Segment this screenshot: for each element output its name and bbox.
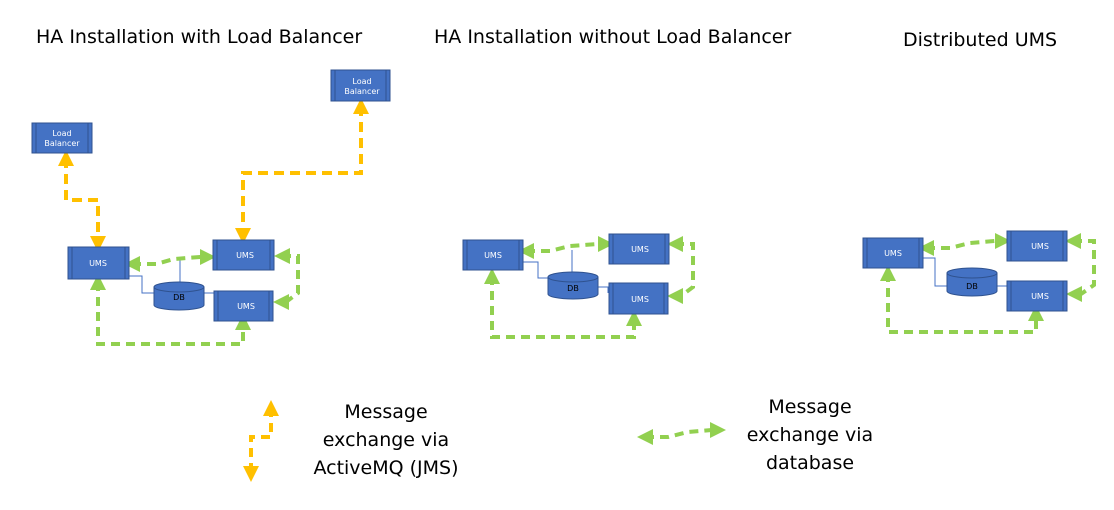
legend-db-arrow [637, 422, 726, 445]
load-balancer-box: Load Balancer [330, 69, 391, 102]
ums-label: UMS [631, 245, 649, 254]
load-balancer-label-line2: Balancer [44, 139, 80, 148]
jms-arrow-lb2-ums [235, 98, 369, 244]
jms-arrow-lb1-ums [58, 150, 106, 252]
db-arrow-ums1-ums2 [124, 249, 216, 272]
load-balancer-label-line2: Balancer [344, 87, 380, 96]
ums-label: UMS [1031, 242, 1049, 251]
ums-box: UMS [67, 246, 130, 280]
db-label: DB [966, 282, 978, 291]
ums-label: UMS [236, 251, 254, 260]
database-cylinder: DB [547, 271, 599, 300]
ums-box: UMS [608, 233, 670, 265]
ums-box: UMS [212, 239, 275, 271]
legend: Message exchange via ActiveMQ (JMS) Mess… [243, 396, 873, 482]
database-cylinder: DB [153, 281, 205, 311]
ums-label: UMS [631, 295, 649, 304]
diagram-distributed-ums: UMS UMS UMS DB [862, 230, 1096, 334]
title-distributed-ums: Distributed UMS [903, 29, 1057, 51]
ums-box: UMS [213, 290, 274, 322]
db-arrow-ums2-ums3 [1065, 233, 1096, 302]
db-arrow-ums1-ums2 [518, 236, 614, 259]
title-ha-without-lb: HA Installation without Load Balancer [434, 26, 791, 48]
ums-label: UMS [89, 259, 107, 268]
db-label: DB [567, 284, 579, 293]
db-arrow-ums1-ums3 [90, 274, 251, 346]
legend-db-text-line3: database [766, 452, 854, 474]
db-arrow-ums1-ums3 [880, 265, 1044, 334]
diagram-ha-with-lb: Load Balancer Load Balancer UMS UMS [31, 69, 391, 346]
legend-jms-text-line1: Message [344, 401, 427, 423]
diagram-ha-without-lb: UMS UMS UMS DB [462, 233, 695, 339]
legend-jms-text-line2: exchange via [323, 429, 449, 451]
legend-db-text-line2: exchange via [747, 424, 873, 446]
legend-jms-arrow [243, 400, 279, 482]
db-arrow-ums1-ums2 [918, 233, 1011, 256]
title-ha-with-lb: HA Installation with Load Balancer [36, 26, 362, 48]
db-arrow-ums2-ums3 [667, 236, 695, 304]
ums-label: UMS [237, 302, 255, 311]
db-arrow-ums2-ums3 [273, 248, 300, 310]
ums-label: UMS [484, 251, 502, 260]
load-balancer-box: Load Balancer [31, 122, 93, 154]
ums-box: UMS [462, 239, 524, 271]
ums-box: UMS [608, 282, 669, 315]
db-label: DB [173, 293, 185, 302]
legend-db-text-line1: Message [768, 396, 851, 418]
load-balancer-label-line1: Load [52, 129, 71, 138]
load-balancer-label-line1: Load [352, 77, 371, 86]
ums-box: UMS [1006, 230, 1068, 262]
ums-label: UMS [884, 249, 902, 258]
ums-label: UMS [1031, 292, 1049, 301]
database-cylinder: DB [946, 267, 998, 297]
db-arrow-ums1-ums3 [484, 268, 642, 339]
ums-box: UMS [1006, 280, 1068, 312]
legend-jms-text-line3: ActiveMQ (JMS) [313, 457, 458, 479]
ums-box: UMS [862, 237, 924, 269]
